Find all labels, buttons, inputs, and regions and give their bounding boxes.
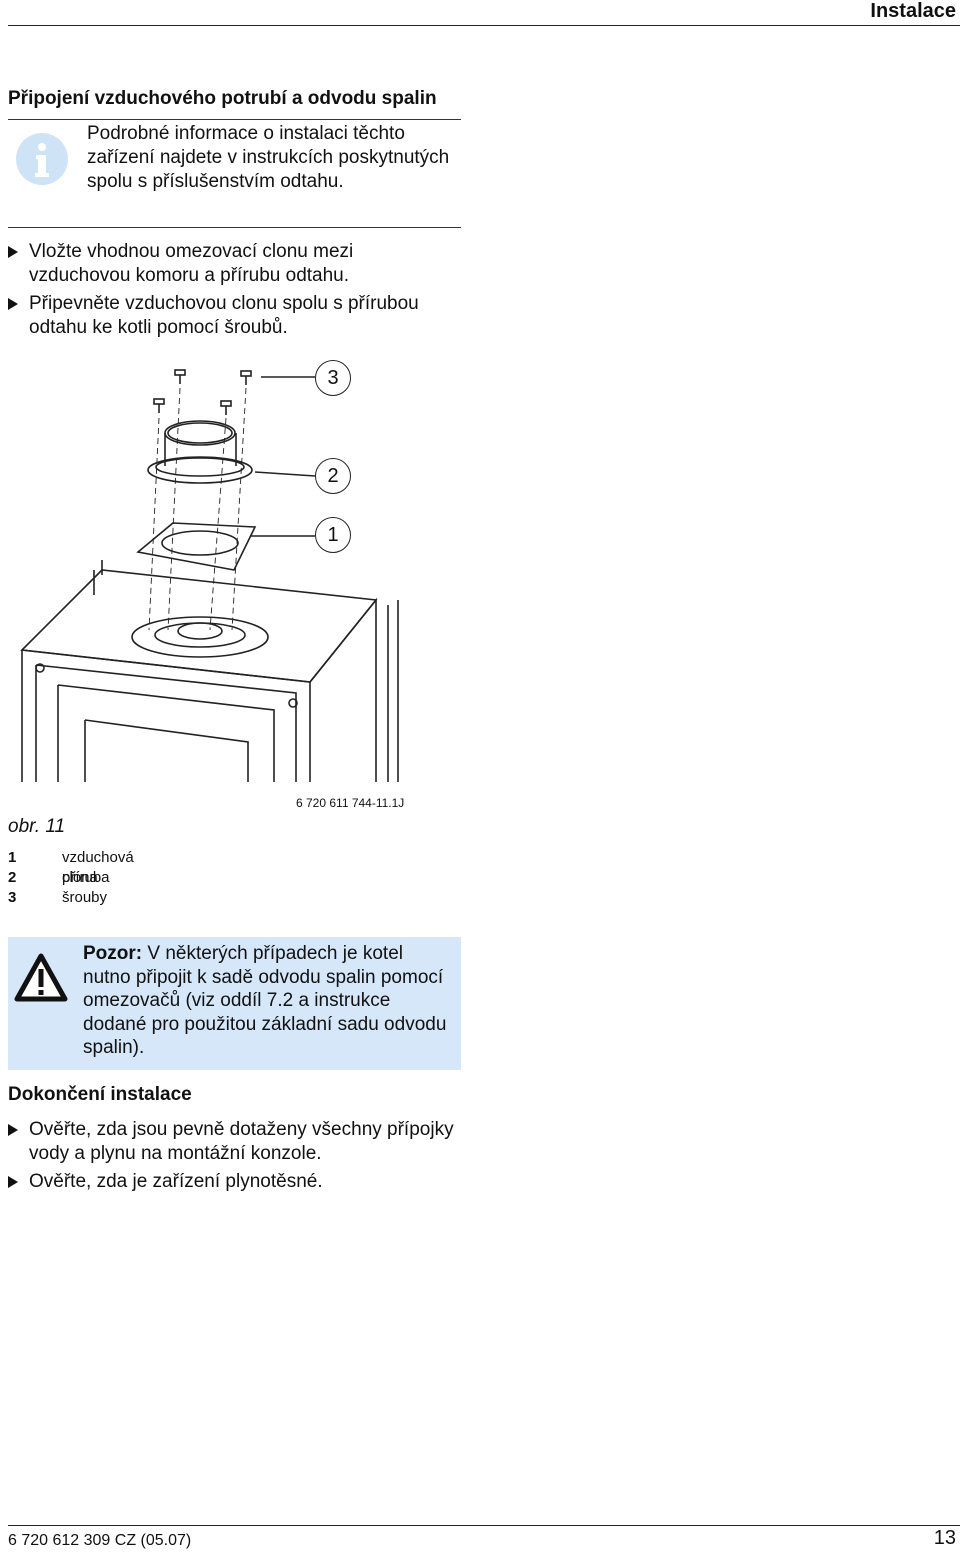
instruction-step-2: Připevněte vzduchovou clonu spolu s přír… [8,292,448,340]
warning-text-block: Pozor: V některých případech je kotel nu… [83,942,453,1060]
page-number: 13 [933,1527,956,1549]
finish-step-2: Ověřte, zda je zařízení plynotěsné. [8,1170,468,1194]
warning-message: V některých případech je kotel nutno při… [83,943,447,1058]
warning-box [8,937,461,1070]
callout-1: 1 [315,517,351,553]
instruction-step-1-text: Vložte vhodnou omezovací clonu mezi vzdu… [29,241,354,286]
callout-3: 3 [315,360,351,396]
legend-number: 1 [8,849,17,866]
info-icon [16,133,68,185]
boiler-flue-diagram: 3 2 1 [10,360,430,785]
warning-label: Pozor: [83,943,143,964]
info-note-text: Podrobné informace o instalaci těchto za… [87,123,450,192]
finish-step-1: Ověřte, zda jsou pevně dotaženy všechny … [8,1118,468,1166]
bullet-arrow-icon [8,298,18,310]
info-top-rule [8,119,461,120]
screw-icon [153,369,252,415]
legend-label: šrouby [62,889,108,906]
legend-number: 2 [8,869,17,886]
legend-label: příruba [62,869,110,886]
document-code: 6 720 612 309 CZ (05.07) [8,1532,192,1549]
finish-step-1-text: Ověřte, zda jsou pevně dotaženy všechny … [29,1119,454,1164]
header-divider [8,25,960,26]
section-title-air-flue: Připojení vzduchového potrubí a odvodu s… [8,88,437,109]
instruction-step-1: Vložte vhodnou omezovací clonu mezi vzdu… [8,240,448,288]
callout-2: 2 [315,458,351,494]
bullet-arrow-icon [8,1176,18,1188]
bullet-arrow-icon [8,246,18,258]
info-bottom-rule [8,227,461,228]
warning-triangle-icon [14,952,68,1009]
figure-caption: obr. 11 [8,816,66,837]
instruction-step-2-text: Připevněte vzduchovou clonu spolu s přír… [29,293,419,338]
legend-number: 3 [8,889,17,906]
bullet-arrow-icon [8,1124,18,1136]
figure-reference-code: 6 720 611 744-11.1J [296,796,405,810]
finish-step-2-text: Ověřte, zda je zařízení plynotěsné. [29,1171,323,1192]
footer-divider [8,1525,960,1526]
running-header-title: Instalace [870,0,956,22]
legend-label: vzduchová clona [62,849,134,886]
section-title-finish: Dokončení instalace [8,1084,192,1105]
